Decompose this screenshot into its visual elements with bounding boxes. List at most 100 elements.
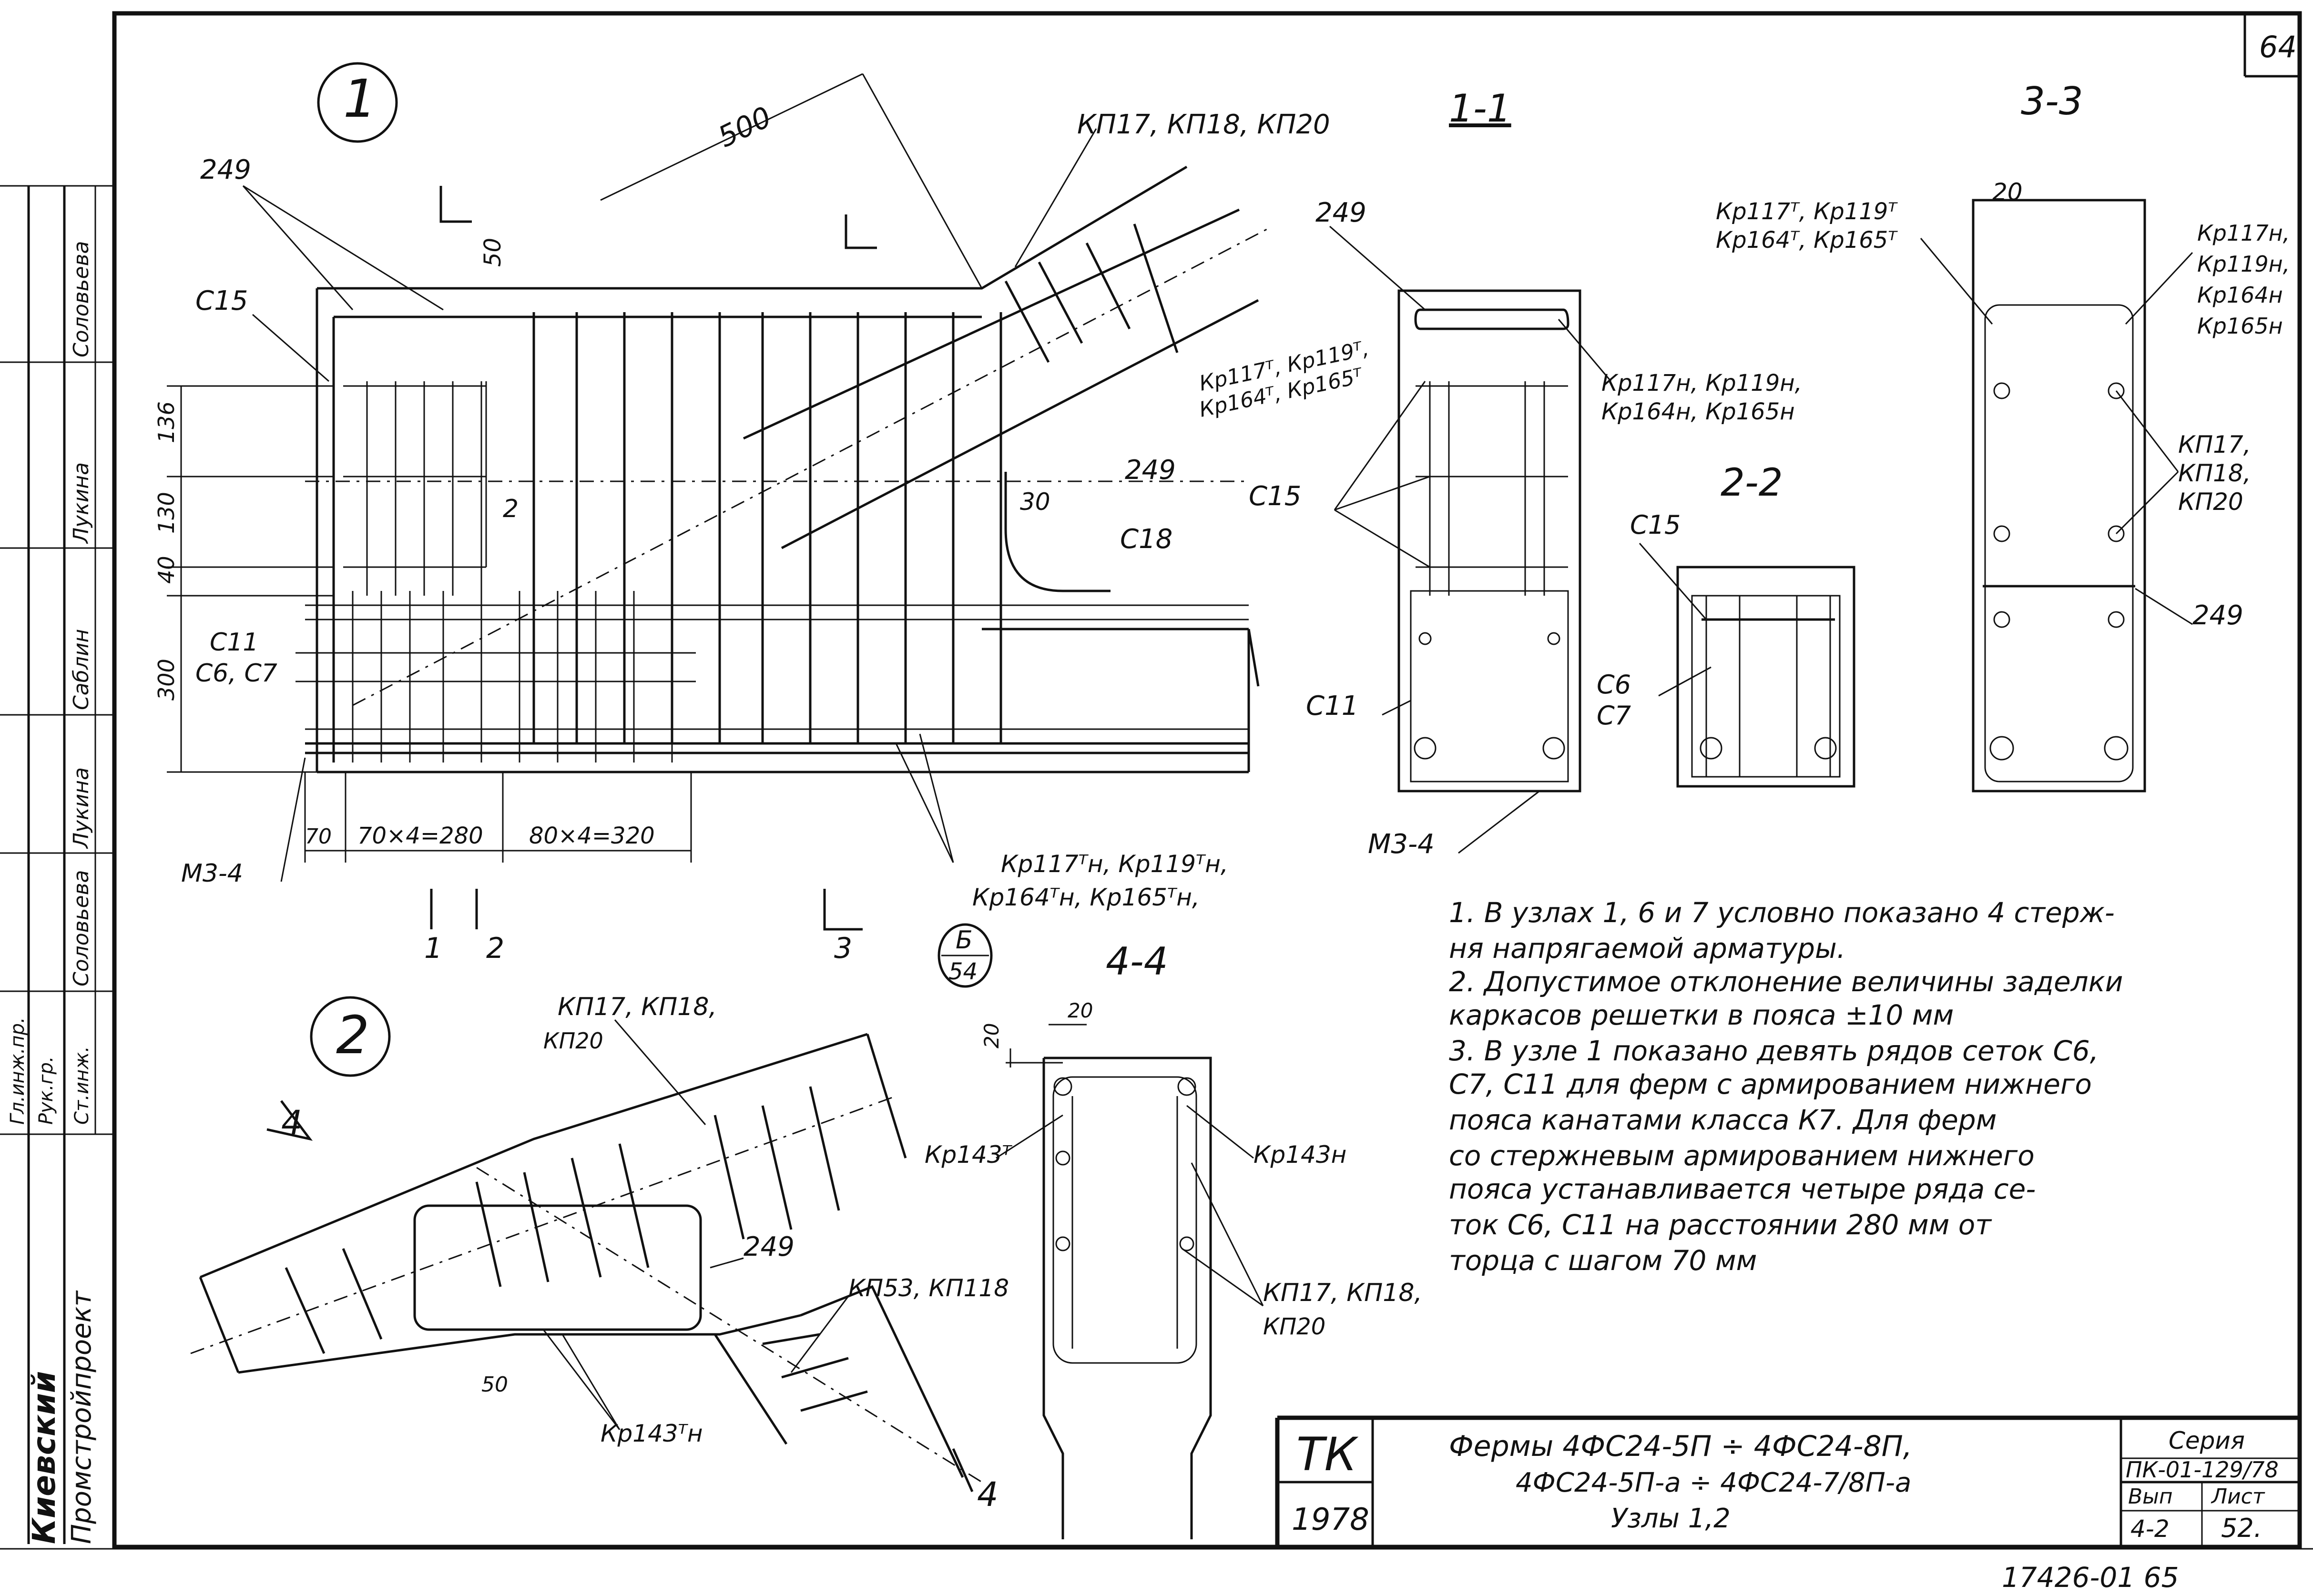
section-3-3-title: 3-3 — [2021, 79, 2083, 123]
label-c11: С11 — [210, 628, 258, 657]
s22-c7: С7 — [1597, 701, 1631, 731]
s11-kp-right-2: Кр164н, Кр165н — [1601, 398, 1795, 425]
tb-title-3: Узлы 1,2 — [1611, 1503, 1731, 1534]
label-kp-top: КП17, КП18, КП20 — [1077, 109, 1330, 140]
label-249-tl: 249 — [200, 154, 251, 185]
s33-kp-right-4: Кр165н — [2197, 313, 2283, 339]
tb-list-label: Лист — [2211, 1484, 2265, 1509]
dim-70: 70 — [305, 824, 332, 849]
s33-kp-right-2: Кр119н, — [2197, 251, 2290, 277]
section-2-2-title: 2-2 — [1721, 460, 1783, 505]
s44-ref-top: Б — [956, 926, 973, 955]
n2-50: 50 — [481, 1372, 508, 1397]
n2-kp53: КП53, КП118 — [848, 1274, 1009, 1302]
label-2: 2 — [503, 495, 519, 523]
s33-kp-mid-2: КП18, — [2178, 459, 2251, 487]
s11-c11: С11 — [1306, 691, 1358, 722]
tb-series-label: Серия — [2169, 1427, 2245, 1454]
s33-kp-left-1: Кр117ᵀ, Кр119ᵀ — [1716, 198, 1898, 225]
s11-kp-right-1: Кр117н, Кр119н, — [1601, 370, 1802, 396]
label-m34: М3-4 — [181, 859, 243, 888]
n2-kp143: Кр143ᵀн — [601, 1420, 703, 1447]
dim-500: 500 — [713, 100, 777, 154]
bottom-code: 17426-01 65 — [2002, 1561, 2179, 1594]
dim-40: 40 — [153, 556, 179, 584]
s44-kp-r1: КП17, КП18, — [1263, 1279, 1422, 1307]
label-kp-bot-1: Кр117ᵀн, Кр119ᵀн, — [1001, 850, 1228, 878]
s11-249: 249 — [1315, 197, 1366, 228]
s33-249: 249 — [2192, 600, 2243, 631]
dim-280: 70×4=280 — [357, 823, 483, 849]
n2-kp-top-1: КП17, КП18, — [558, 993, 717, 1021]
label-c6c7: С6, С7 — [195, 659, 277, 688]
stamp-org-line1: Киевский — [26, 1371, 62, 1544]
node1-drawing — [167, 62, 1268, 931]
stamp-name-3: Соловьева — [69, 870, 93, 986]
label-249-r: 249 — [1125, 455, 1176, 486]
section-3-3-drawing — [1920, 199, 2193, 793]
note-line-5: 3. В узле 1 показано девять рядов сеток … — [1449, 1035, 2099, 1067]
label-c18: С18 — [1120, 524, 1172, 555]
label-50: 50 — [479, 238, 506, 267]
s11-m34: М3-4 — [1368, 829, 1435, 860]
s44-kp143t: Кр143ᵀ — [925, 1141, 1013, 1169]
dim-136: 136 — [153, 401, 179, 443]
s33-kp-mid-3: КП20 — [2178, 488, 2243, 516]
n2-cut-4b: 4 — [977, 1475, 999, 1514]
note-line-2: ня напрягаемой арматуры. — [1449, 932, 1845, 965]
node2-drawing — [190, 996, 982, 1493]
stamp-name-1: Саблин — [69, 629, 93, 710]
note-line-3: 2. Допустимое отклонение величины заделк… — [1449, 966, 2123, 998]
sheet-frame — [0, 11, 2313, 1550]
dim-130: 130 — [153, 492, 179, 534]
section-2-2-drawing — [1639, 543, 1855, 788]
dim-300: 300 — [153, 659, 179, 701]
note-line-4: каркасов решетки в пояса ±10 мм — [1449, 999, 1954, 1031]
label-c15: С15 — [195, 285, 248, 316]
section-1-1-drawing — [1329, 225, 1612, 854]
stamp-name-5: Соловьева — [69, 241, 93, 357]
s44-kp-r2: КП20 — [1263, 1313, 1325, 1340]
tb-series-value: ПК-01-129/78 — [2126, 1457, 2279, 1483]
tb-tk: ТК — [1296, 1428, 1359, 1481]
tb-vyp-label: Вып — [2128, 1484, 2173, 1509]
side-stamp — [0, 185, 114, 1544]
title-block — [1275, 1415, 2300, 1547]
note-line-11: торца с шагом 70 мм — [1449, 1244, 1757, 1277]
cut-2: 2 — [486, 932, 504, 965]
tb-year: 1978 — [1292, 1502, 1369, 1537]
notes-block: 1. В узлах 1, 6 и 7 условно показано 4 с… — [1449, 896, 2123, 1277]
label-30: 30 — [1020, 488, 1050, 516]
tb-title-2: 4ФС24-5П-а ÷ 4ФС24-7/8П-а — [1516, 1467, 1911, 1498]
s44-d20a: 20 — [980, 1023, 1003, 1048]
tb-list-value: 52. — [2221, 1513, 2262, 1543]
dim-320: 80×4=320 — [529, 823, 655, 849]
note-line-6: С7, С11 для ферм с армированием нижнего — [1449, 1068, 2092, 1100]
n2-kp-top-2: КП20 — [543, 1028, 603, 1054]
section-4-4-drawing — [937, 923, 1264, 1539]
n2-249: 249 — [744, 1231, 795, 1262]
stamp-name-2: Лукина — [69, 767, 93, 849]
note-line-7: пояса канатами класса К7. Для ферм — [1449, 1104, 1997, 1136]
cut-1: 1 — [424, 932, 442, 965]
stamp-role-3: Ст.инж. — [71, 1046, 93, 1125]
s44-ref-bot: 54 — [948, 958, 978, 985]
stamp-role-1: Гл.инж.пр. — [7, 1017, 29, 1125]
node2-number: 2 — [336, 1005, 369, 1066]
stamp-role-2: Рук.гр. — [35, 1056, 57, 1125]
s33-kp-mid-1: КП17, — [2178, 431, 2251, 458]
s22-c6: С6 — [1597, 670, 1631, 700]
node1-number: 1 — [343, 68, 377, 129]
section-1-1-title: 1-1 — [1449, 86, 1511, 131]
s33-d20: 20 — [1992, 178, 2023, 206]
tb-title-1: Фермы 4ФС24-5П ÷ 4ФС24-8П, — [1449, 1430, 1912, 1463]
section-4-4-title: 4-4 — [1106, 939, 1168, 984]
s33-kp-right-1: Кр117н, — [2197, 220, 2290, 246]
stamp-name-4: Лукина — [69, 462, 93, 544]
note-line-1: 1. В узлах 1, 6 и 7 условно показано 4 с… — [1449, 896, 2115, 929]
note-line-10: ток С6, С11 на расстоянии 280 мм от — [1449, 1209, 1992, 1241]
s22-c15: С15 — [1630, 510, 1681, 540]
cut-3: 3 — [834, 932, 852, 965]
page-number: 64 — [2259, 30, 2297, 64]
